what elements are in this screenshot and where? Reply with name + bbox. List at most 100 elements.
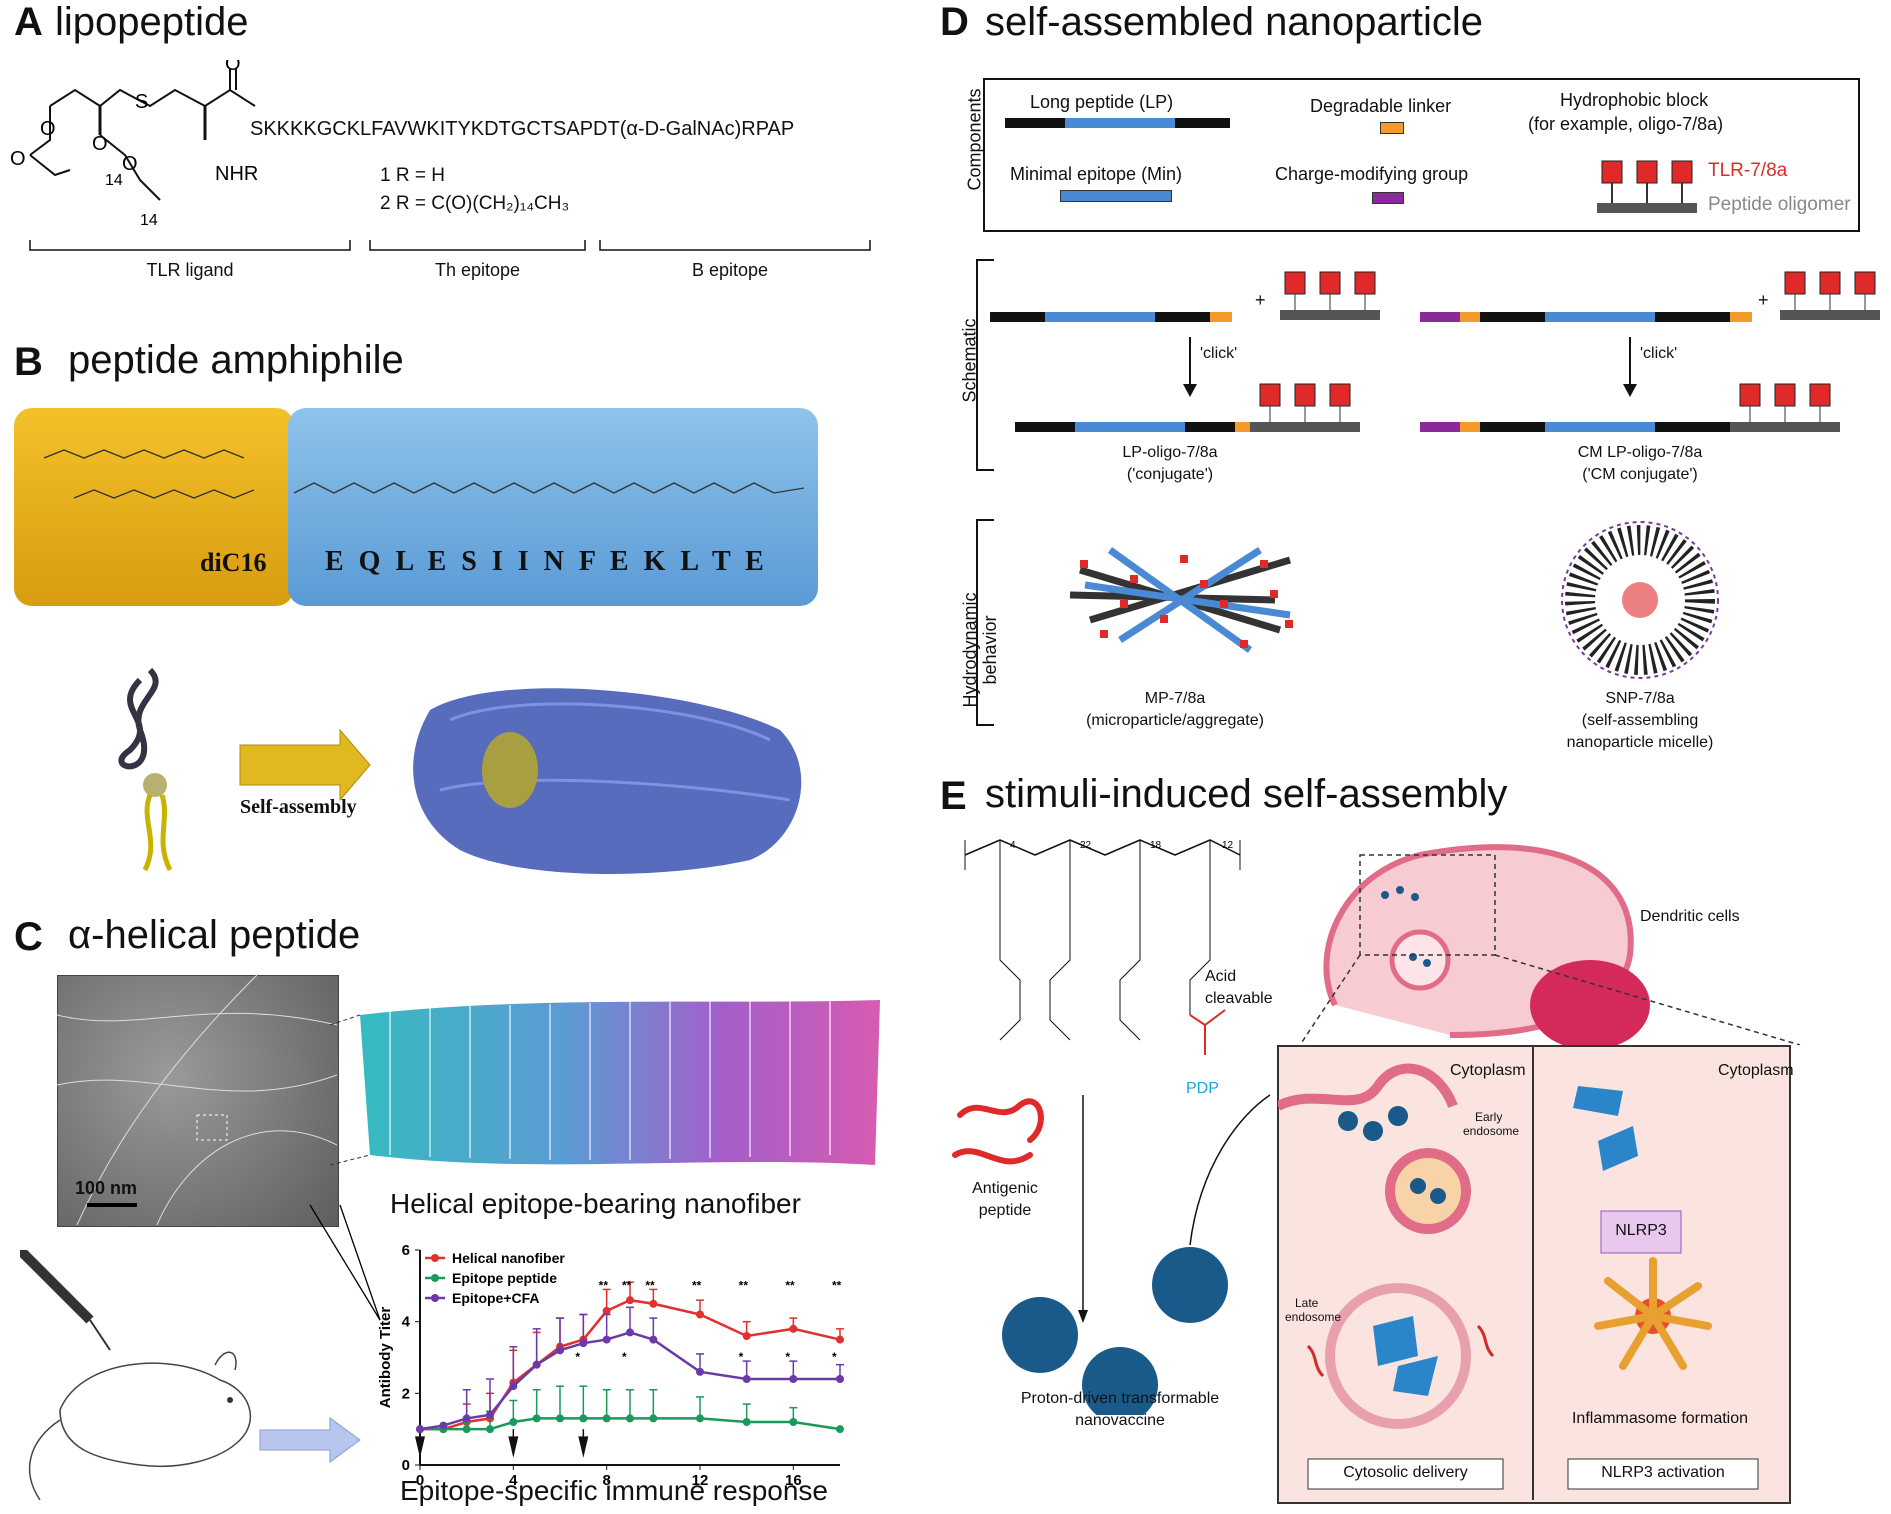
- x-tick-label: 8: [602, 1472, 610, 1489]
- cytosolic-delivery-label: Cytosolic delivery: [1343, 1464, 1468, 1481]
- cytoplasm-label-1: Cytoplasm: [1450, 1062, 1526, 1079]
- injection-arrow: [415, 1436, 425, 1458]
- click-label-1: 'click': [1200, 345, 1238, 362]
- region-th-epitope: Th epitope: [434, 260, 521, 280]
- data-point: [626, 1296, 634, 1305]
- data-point: [462, 1425, 471, 1434]
- data-point: [556, 1414, 564, 1423]
- snp-name: SNP-7/8a: [1605, 690, 1675, 707]
- legend-label: Helical nanofiber: [452, 1250, 565, 1266]
- antigenic-label-1: Antigenic: [972, 1180, 1038, 1197]
- y-tick-label: 6: [402, 1242, 410, 1259]
- svg-text:O: O: [122, 153, 138, 175]
- cytoplasm-divider: [1532, 1045, 1534, 1500]
- data-point: [742, 1375, 751, 1383]
- hydrophobic-block-label: Hydrophobic block: [1560, 90, 1709, 110]
- panel-letter-e: E: [940, 774, 967, 818]
- panel-title-a: lipopeptide: [55, 0, 249, 44]
- data-point: [626, 1328, 634, 1337]
- fiber-caption: Helical epitope-bearing nanofiber: [390, 1188, 801, 1219]
- data-point: [602, 1306, 611, 1315]
- proton-label-2: nanovaccine: [1075, 1412, 1165, 1429]
- dendritic-label: Dendritic cells: [1640, 908, 1740, 925]
- polymer-structure: 4 22 18 12: [964, 839, 1241, 1055]
- data-point: [602, 1414, 611, 1423]
- nanovaccine-illustration: [952, 1094, 1271, 1415]
- region-b-epitope: B epitope: [691, 260, 769, 280]
- data-point: [649, 1335, 658, 1344]
- svg-text:O: O: [225, 60, 241, 75]
- svg-text:4: 4: [1010, 840, 1016, 851]
- peptide-block: [288, 408, 818, 606]
- nhr-label: NHR: [215, 163, 258, 185]
- self-assembly-label: Self-assembly: [240, 796, 357, 818]
- late-endosome-label-1: Late: [1295, 1296, 1319, 1310]
- panel-title-e: stimuli-induced self-assembly: [985, 772, 1508, 816]
- hydrophobic-block-example: (for example, oligo-7/8a): [1528, 114, 1724, 134]
- y-tick-label: 4: [402, 1314, 411, 1331]
- hydrodynamic-side-label: Hydrodynamic behavior: [960, 592, 1000, 708]
- data-point: [579, 1414, 588, 1423]
- acid-label-2: cleavable: [1205, 990, 1273, 1007]
- x-tick-label: 4: [509, 1472, 518, 1489]
- lipid-label: diC16: [200, 548, 267, 577]
- data-point: [696, 1310, 704, 1319]
- degradable-linker-label: Degradable linker: [1310, 96, 1452, 116]
- conjugate-1-sub: ('conjugate'): [1126, 466, 1214, 483]
- zoom-lines: [309, 1204, 381, 1321]
- tlr-label: TLR-7/8a: [1708, 160, 1788, 181]
- mp-sub: (microparticle/aggregate): [1086, 712, 1264, 729]
- data-point: [556, 1346, 564, 1355]
- data-point: [836, 1425, 844, 1434]
- linker-swatch: [1380, 122, 1404, 134]
- y-axis-label: Antibody Titer: [377, 1307, 394, 1409]
- significance-marker: **: [739, 1278, 749, 1292]
- minimal-epitope-label: Minimal epitope (Min): [1010, 164, 1183, 184]
- data-point: [486, 1425, 494, 1434]
- data-point: [696, 1414, 704, 1423]
- antigenic-label-2: peptide: [978, 1202, 1032, 1219]
- data-point: [789, 1418, 798, 1426]
- conjugation-schematic: [990, 271, 1880, 432]
- svg-text:12: 12: [1222, 840, 1234, 851]
- data-point: [416, 1425, 424, 1434]
- proton-label-1: Proton-driven transformable: [1020, 1390, 1220, 1407]
- data-point: [509, 1382, 518, 1391]
- snp-sub-1: (self-assembling: [1581, 712, 1699, 729]
- conjugate-2-name: CM LP-oligo-7/8a: [1577, 444, 1703, 461]
- panel-title-b: peptide amphiphile: [68, 338, 404, 382]
- panel-letter-d: D: [940, 0, 969, 44]
- x-tick-label: 0: [416, 1472, 424, 1489]
- data-point: [486, 1410, 494, 1419]
- tlr-oligomer-icon: [1597, 160, 1697, 213]
- data-point: [509, 1418, 518, 1426]
- panel-letter-c: C: [14, 915, 43, 959]
- plus-sign-2: +: [1758, 290, 1769, 310]
- legend-marker: [431, 1274, 439, 1282]
- svg-text:14: 14: [140, 212, 158, 229]
- side-brackets: [976, 259, 994, 726]
- injection-arrow: [508, 1436, 519, 1458]
- significance-marker: **: [785, 1278, 795, 1292]
- data-point: [579, 1339, 588, 1348]
- svg-text:O: O: [10, 148, 26, 170]
- significance-marker: **: [692, 1278, 702, 1292]
- cytoplasm-label-2: Cytoplasm: [1718, 1062, 1794, 1079]
- long-peptide-bar: [1005, 118, 1230, 128]
- svg-text:O: O: [40, 118, 56, 140]
- significance-marker: **: [645, 1278, 655, 1292]
- minimal-epitope-swatch: [1060, 190, 1172, 202]
- data-point: [602, 1335, 611, 1344]
- panel-title-c: α-helical peptide: [68, 913, 361, 957]
- chart-caption: Epitope-specific immune response: [400, 1475, 828, 1506]
- x-tick-label: 16: [785, 1472, 802, 1489]
- legend-label: Epitope peptide: [452, 1270, 557, 1286]
- x-axis-label: Weeks: [566, 1488, 613, 1490]
- amphiphile-structure: [43, 449, 805, 499]
- legend-marker: [431, 1254, 439, 1262]
- data-point: [789, 1375, 798, 1383]
- data-point: [742, 1332, 751, 1340]
- nlrp3-box-label: NLRP3: [1615, 1222, 1667, 1239]
- nlrp3-activation-label: NLRP3 activation: [1601, 1464, 1725, 1481]
- acid-label-1: Acid: [1205, 968, 1237, 985]
